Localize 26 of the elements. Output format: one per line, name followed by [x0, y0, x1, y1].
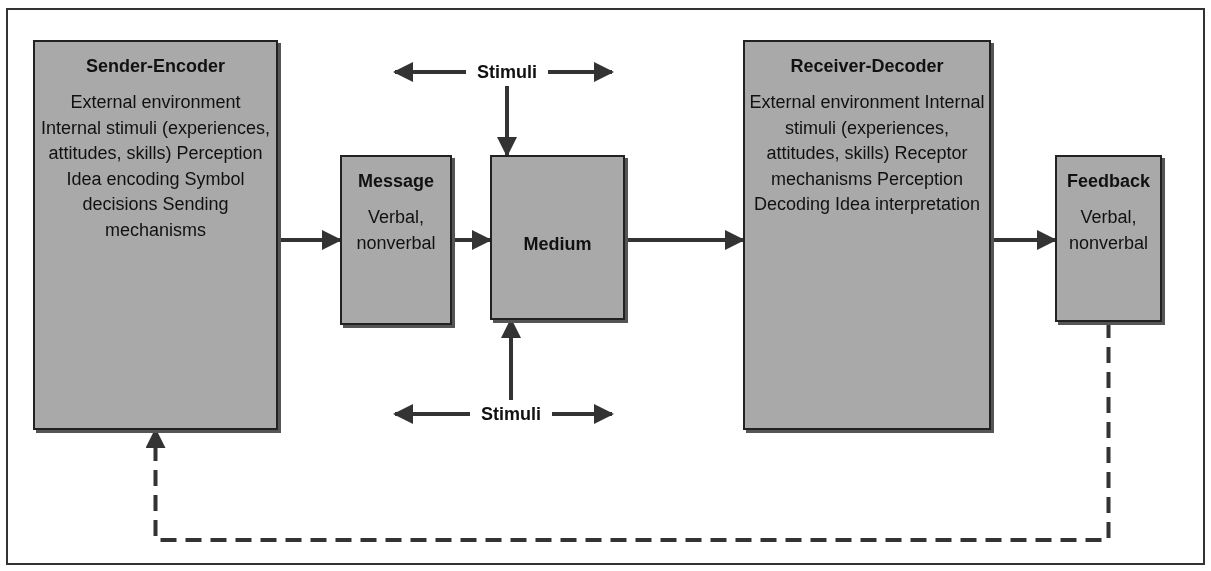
arrow: [552, 404, 614, 424]
arrow: [278, 230, 342, 250]
arrow: [145, 322, 1111, 542]
process-box: [743, 40, 991, 430]
box-text: Verbal, nonverbal: [1067, 206, 1150, 255]
arrow: [393, 404, 470, 424]
arrow: [393, 62, 466, 82]
arrow: [452, 230, 492, 250]
process-box: [340, 155, 452, 325]
arrow: [991, 230, 1057, 250]
box-text: External environment Internal stimuli (experiences, attitudes, skills) Receptor mechanisms Perception Decoding Idea interpretation: [749, 91, 985, 216]
box-heading: Receiver-Decoder: [790, 55, 944, 78]
box-heading: Feedback: [1066, 170, 1150, 193]
box-heading: Message: [357, 170, 434, 193]
arrow: [548, 62, 614, 82]
stimuli-label: Stimuli: [481, 403, 541, 426]
arrow: [497, 86, 517, 157]
box-heading: Medium: [523, 232, 592, 256]
box-heading: Sender-Encoder: [85, 55, 225, 78]
box-text: External environment Internal stimuli (experiences, attitudes, skills) Perception Idea encoding Symbol decisions Sending mechanisms: [39, 91, 272, 242]
stimuli-label: Stimuli: [477, 61, 537, 84]
process-box: [33, 40, 278, 430]
box-text: Verbal, nonverbal: [355, 206, 437, 255]
process-box: [490, 155, 625, 320]
process-box: [1055, 155, 1162, 322]
arrow: [625, 230, 745, 250]
